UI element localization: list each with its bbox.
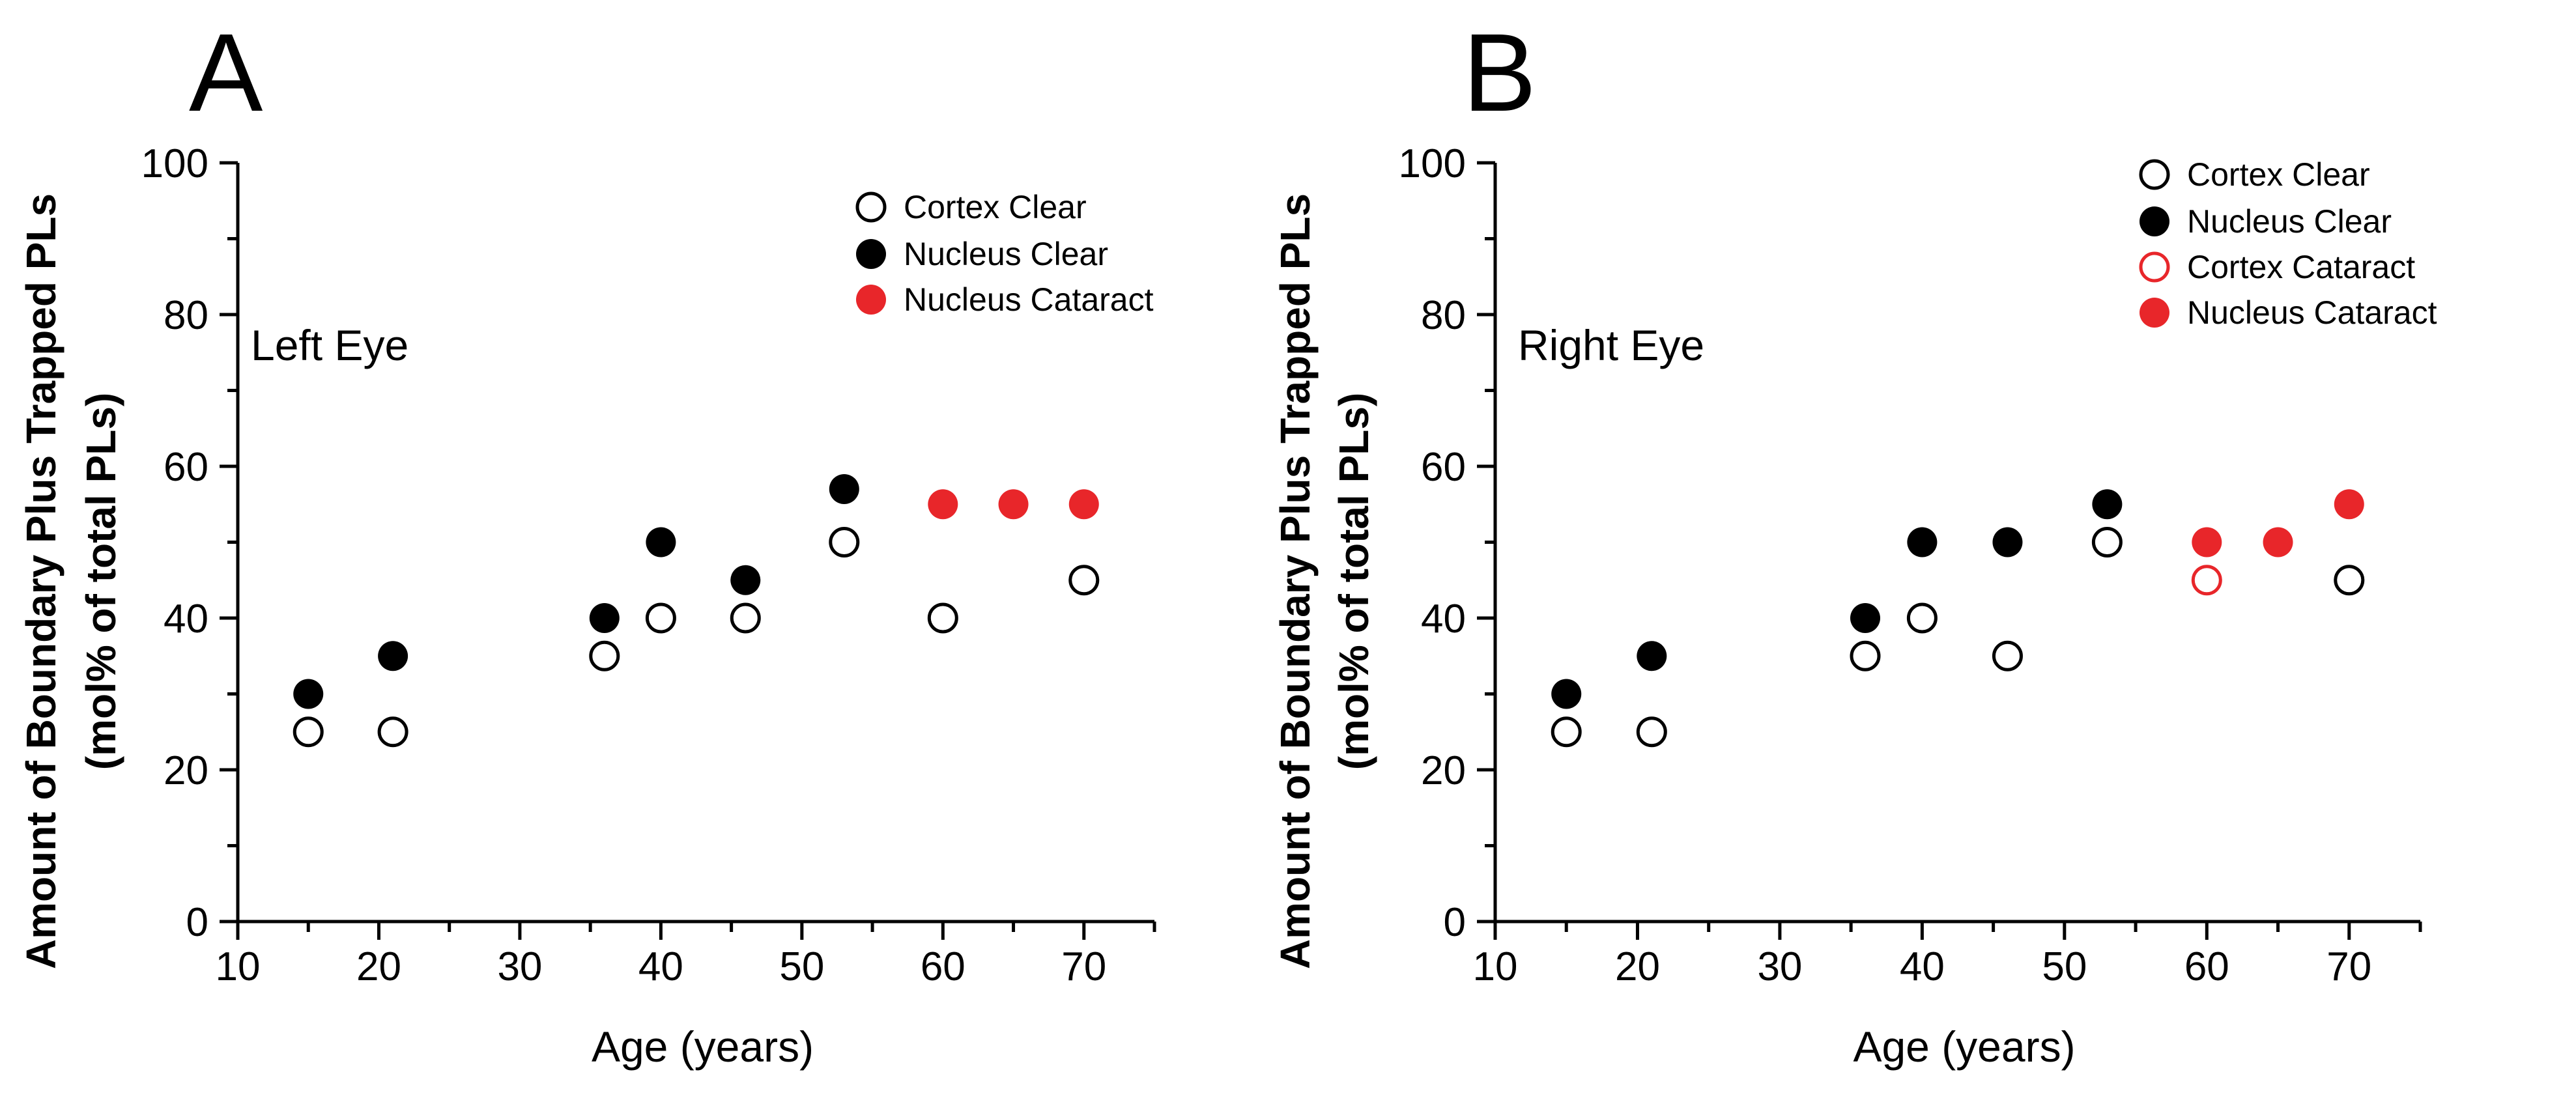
- data-point: [1068, 489, 1099, 520]
- data-point: [928, 489, 958, 520]
- y-tick-label: 100: [141, 141, 208, 186]
- x-tick-label: 40: [638, 944, 683, 989]
- y-axis-title: Amount of Boundary Plus Trapped PLs: [18, 193, 64, 969]
- x-tick-label: 70: [1061, 944, 1106, 989]
- series-nucleus-clear: [293, 473, 859, 709]
- data-point: [998, 489, 1029, 520]
- data-point: [589, 640, 620, 671]
- data-point: [1992, 640, 2023, 671]
- data-point: [1551, 716, 1582, 748]
- data-point: [1906, 602, 1938, 634]
- y-tick-label: 40: [1421, 597, 1466, 642]
- x-tick-label: 60: [2184, 944, 2229, 989]
- data-point: [829, 527, 860, 557]
- x-tick-label: 40: [1900, 944, 1945, 989]
- data-point: [829, 473, 859, 504]
- data-point: [1850, 603, 1880, 633]
- legend-label: Nucleus Cataract: [2187, 294, 2437, 331]
- series-cortex-cataract: [2191, 565, 2222, 596]
- data-point: [2092, 489, 2123, 520]
- data-point: [2263, 527, 2293, 557]
- panel-label: B: [1463, 11, 1536, 135]
- series-cortex-clear: [293, 527, 1100, 748]
- legend-label: Nucleus Clear: [2187, 203, 2392, 240]
- x-tick-label: 20: [1615, 944, 1660, 989]
- y-axis-title: (mol% of total PLs): [78, 393, 124, 770]
- data-point: [1636, 716, 1667, 748]
- data-point: [2334, 565, 2365, 596]
- y-tick-label: 20: [164, 748, 208, 793]
- data-point: [645, 602, 676, 634]
- data-point: [1637, 641, 1667, 671]
- y-tick-label: 0: [1444, 900, 1466, 945]
- x-tick-label: 50: [779, 944, 824, 989]
- data-point: [1068, 565, 1100, 596]
- series-cortex-clear: [1551, 527, 2365, 748]
- x-tick-label: 30: [1757, 944, 1802, 989]
- legend-label: Cortex Cataract: [2187, 249, 2415, 285]
- data-point: [2191, 565, 2222, 596]
- y-axis-title: Amount of Boundary Plus Trapped PLs: [1272, 193, 1319, 969]
- legend-marker: [2140, 206, 2169, 236]
- data-point: [2192, 527, 2222, 557]
- data-point: [293, 679, 324, 709]
- data-point: [646, 527, 676, 557]
- eye-annotation: Right Eye: [1518, 321, 1704, 369]
- data-point: [1992, 527, 2023, 557]
- legend-label: Cortex Clear: [2187, 156, 2370, 193]
- series-nucleus-cataract: [928, 489, 1099, 520]
- y-tick-label: 60: [1421, 445, 1466, 490]
- legend-label: Nucleus Cataract: [904, 281, 1154, 318]
- data-point: [2091, 527, 2123, 557]
- legend-marker: [855, 191, 887, 223]
- data-point: [927, 602, 958, 634]
- x-tick-label: 20: [356, 944, 401, 989]
- x-tick-label: 10: [216, 944, 261, 989]
- x-tick-label: 30: [497, 944, 542, 989]
- legend-label: Nucleus Clear: [904, 236, 1108, 272]
- data-point: [730, 602, 761, 634]
- eye-annotation: Left Eye: [251, 321, 408, 369]
- y-tick-label: 60: [164, 445, 208, 490]
- legend-label: Cortex Clear: [904, 189, 1087, 225]
- y-tick-label: 0: [186, 900, 208, 945]
- x-axis-title: Age (years): [1853, 1022, 2075, 1071]
- panel-label: A: [189, 11, 263, 135]
- y-axis-title: (mol% of total PLs): [1330, 393, 1377, 770]
- x-tick-label: 10: [1473, 944, 1518, 989]
- data-point: [589, 603, 620, 633]
- x-tick-label: 60: [921, 944, 966, 989]
- y-tick-label: 40: [164, 597, 208, 642]
- data-point: [293, 716, 324, 748]
- data-point: [730, 565, 761, 595]
- x-tick-label: 50: [2042, 944, 2087, 989]
- y-tick-label: 80: [1421, 293, 1466, 338]
- x-axis-title: Age (years): [592, 1022, 814, 1071]
- y-tick-label: 80: [164, 293, 208, 338]
- legend-marker: [2140, 298, 2169, 328]
- data-point: [378, 641, 408, 671]
- data-point: [1551, 679, 1582, 709]
- series-nucleus-cataract: [2192, 489, 2364, 557]
- legend-marker: [856, 285, 886, 315]
- data-point: [2334, 489, 2364, 520]
- data-point: [1907, 527, 1938, 557]
- data-point: [377, 716, 408, 748]
- y-tick-label: 20: [1421, 748, 1466, 793]
- data-point: [1850, 640, 1881, 671]
- x-tick-label: 70: [2326, 944, 2371, 989]
- legend-marker: [2139, 159, 2170, 190]
- legend-marker: [2139, 251, 2170, 283]
- series-nucleus-clear: [1551, 489, 2123, 709]
- y-tick-label: 100: [1399, 141, 1466, 186]
- legend-marker: [856, 239, 886, 269]
